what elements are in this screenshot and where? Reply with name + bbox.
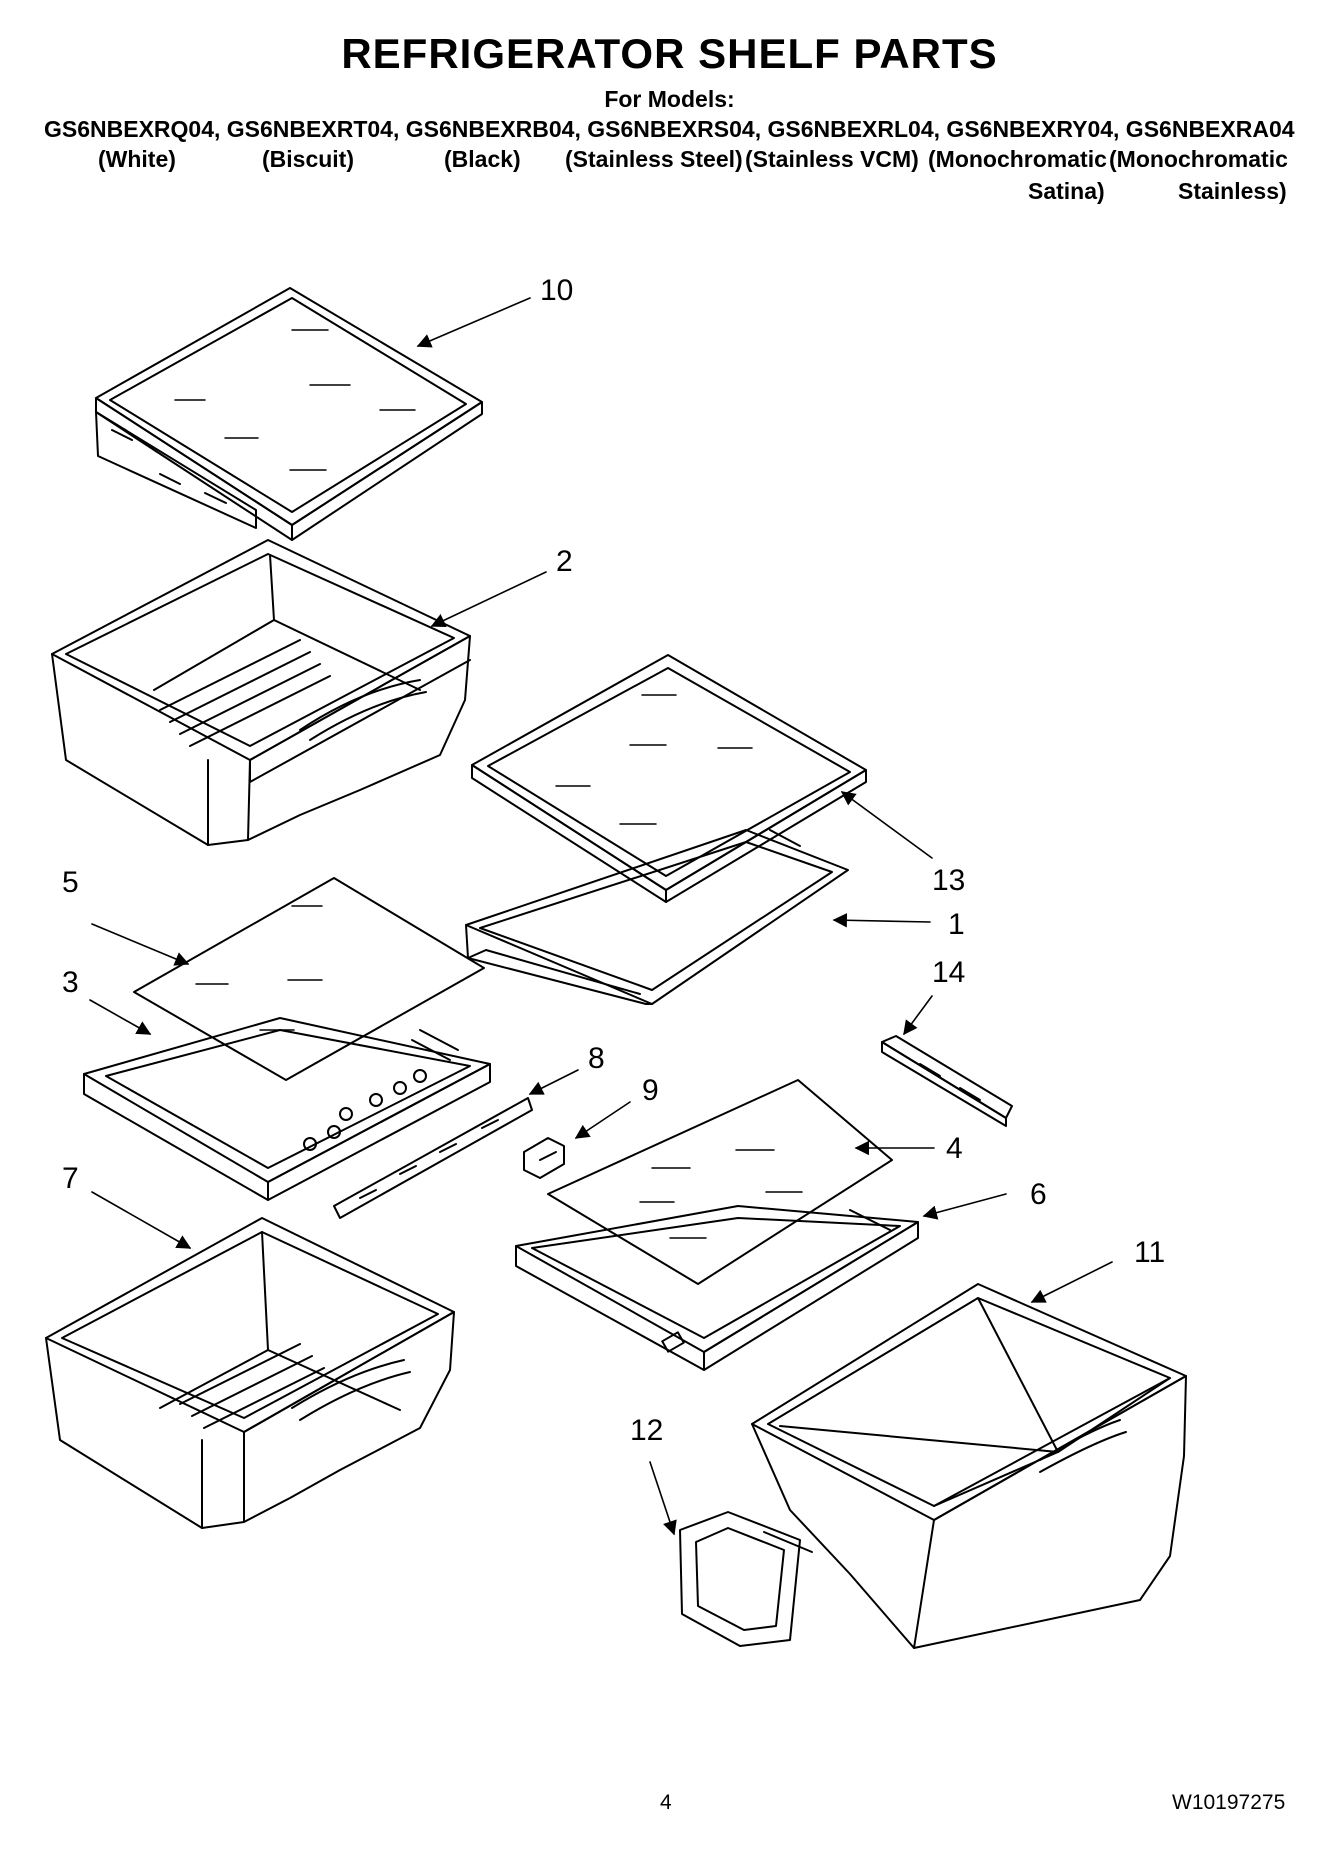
variant-monochromatic-stainless: (Monochromatic	[1109, 146, 1288, 172]
page-title: REFRIGERATOR SHELF PARTS	[341, 30, 998, 77]
callout-leaders	[89, 297, 1113, 1536]
callout-4: 4	[946, 1132, 963, 1165]
callout-10: 10	[540, 274, 573, 307]
part-2-crisper-drawer	[51, 539, 471, 846]
variant-stainless-cont: Stainless)	[1178, 178, 1287, 204]
callout-2: 2	[556, 545, 573, 578]
part-11-drawer	[751, 1283, 1187, 1649]
variant-white: (White)	[98, 146, 176, 172]
callout-5: 5	[62, 866, 79, 899]
part-14-support-rail	[881, 1035, 1013, 1127]
callout-13: 13	[932, 864, 965, 897]
callout-1: 1	[948, 908, 965, 941]
part-1-shelf-frame	[465, 829, 849, 1005]
part-13-glass-shelf	[471, 654, 867, 903]
callout-7: 7	[62, 1162, 79, 1195]
part-8-bracket	[333, 1097, 533, 1219]
callout-3: 3	[62, 966, 79, 999]
for-models-label: For Models:	[604, 86, 735, 112]
model-numbers: GS6NBEXRQ04, GS6NBEXRT04, GS6NBEXRB04, G…	[44, 116, 1295, 142]
variant-biscuit: (Biscuit)	[262, 146, 354, 172]
part-4-glass-panel	[547, 1079, 893, 1285]
variant-stainless-vcm: (Stainless VCM)	[745, 146, 919, 172]
callout-9: 9	[642, 1074, 659, 1107]
part-12-label-card	[679, 1511, 813, 1647]
variant-monochromatic-satina: (Monochromatic	[928, 146, 1107, 172]
part-10-glass-shelf	[95, 287, 483, 541]
part-3-shelf-frame	[83, 1017, 491, 1201]
part-9-clip	[523, 1137, 565, 1179]
callout-14: 14	[932, 956, 965, 989]
variant-satina-cont: Satina)	[1028, 178, 1105, 204]
variant-black: (Black)	[444, 146, 521, 172]
variant-stainless-steel: (Stainless Steel)	[565, 146, 743, 172]
callout-12: 12	[630, 1414, 663, 1447]
callout-11: 11	[1134, 1236, 1165, 1269]
callout-numbers: 10 2 13 1 5 3 14 8 9 4 6 7 11 12	[62, 274, 1165, 1447]
callout-8: 8	[588, 1042, 605, 1075]
callout-6: 6	[1030, 1178, 1047, 1211]
page-number: 4	[660, 1791, 672, 1814]
part-7-drawer	[45, 1217, 455, 1529]
document-number: W10197275	[1172, 1791, 1286, 1814]
part-6-shelf-frame	[515, 1205, 919, 1371]
